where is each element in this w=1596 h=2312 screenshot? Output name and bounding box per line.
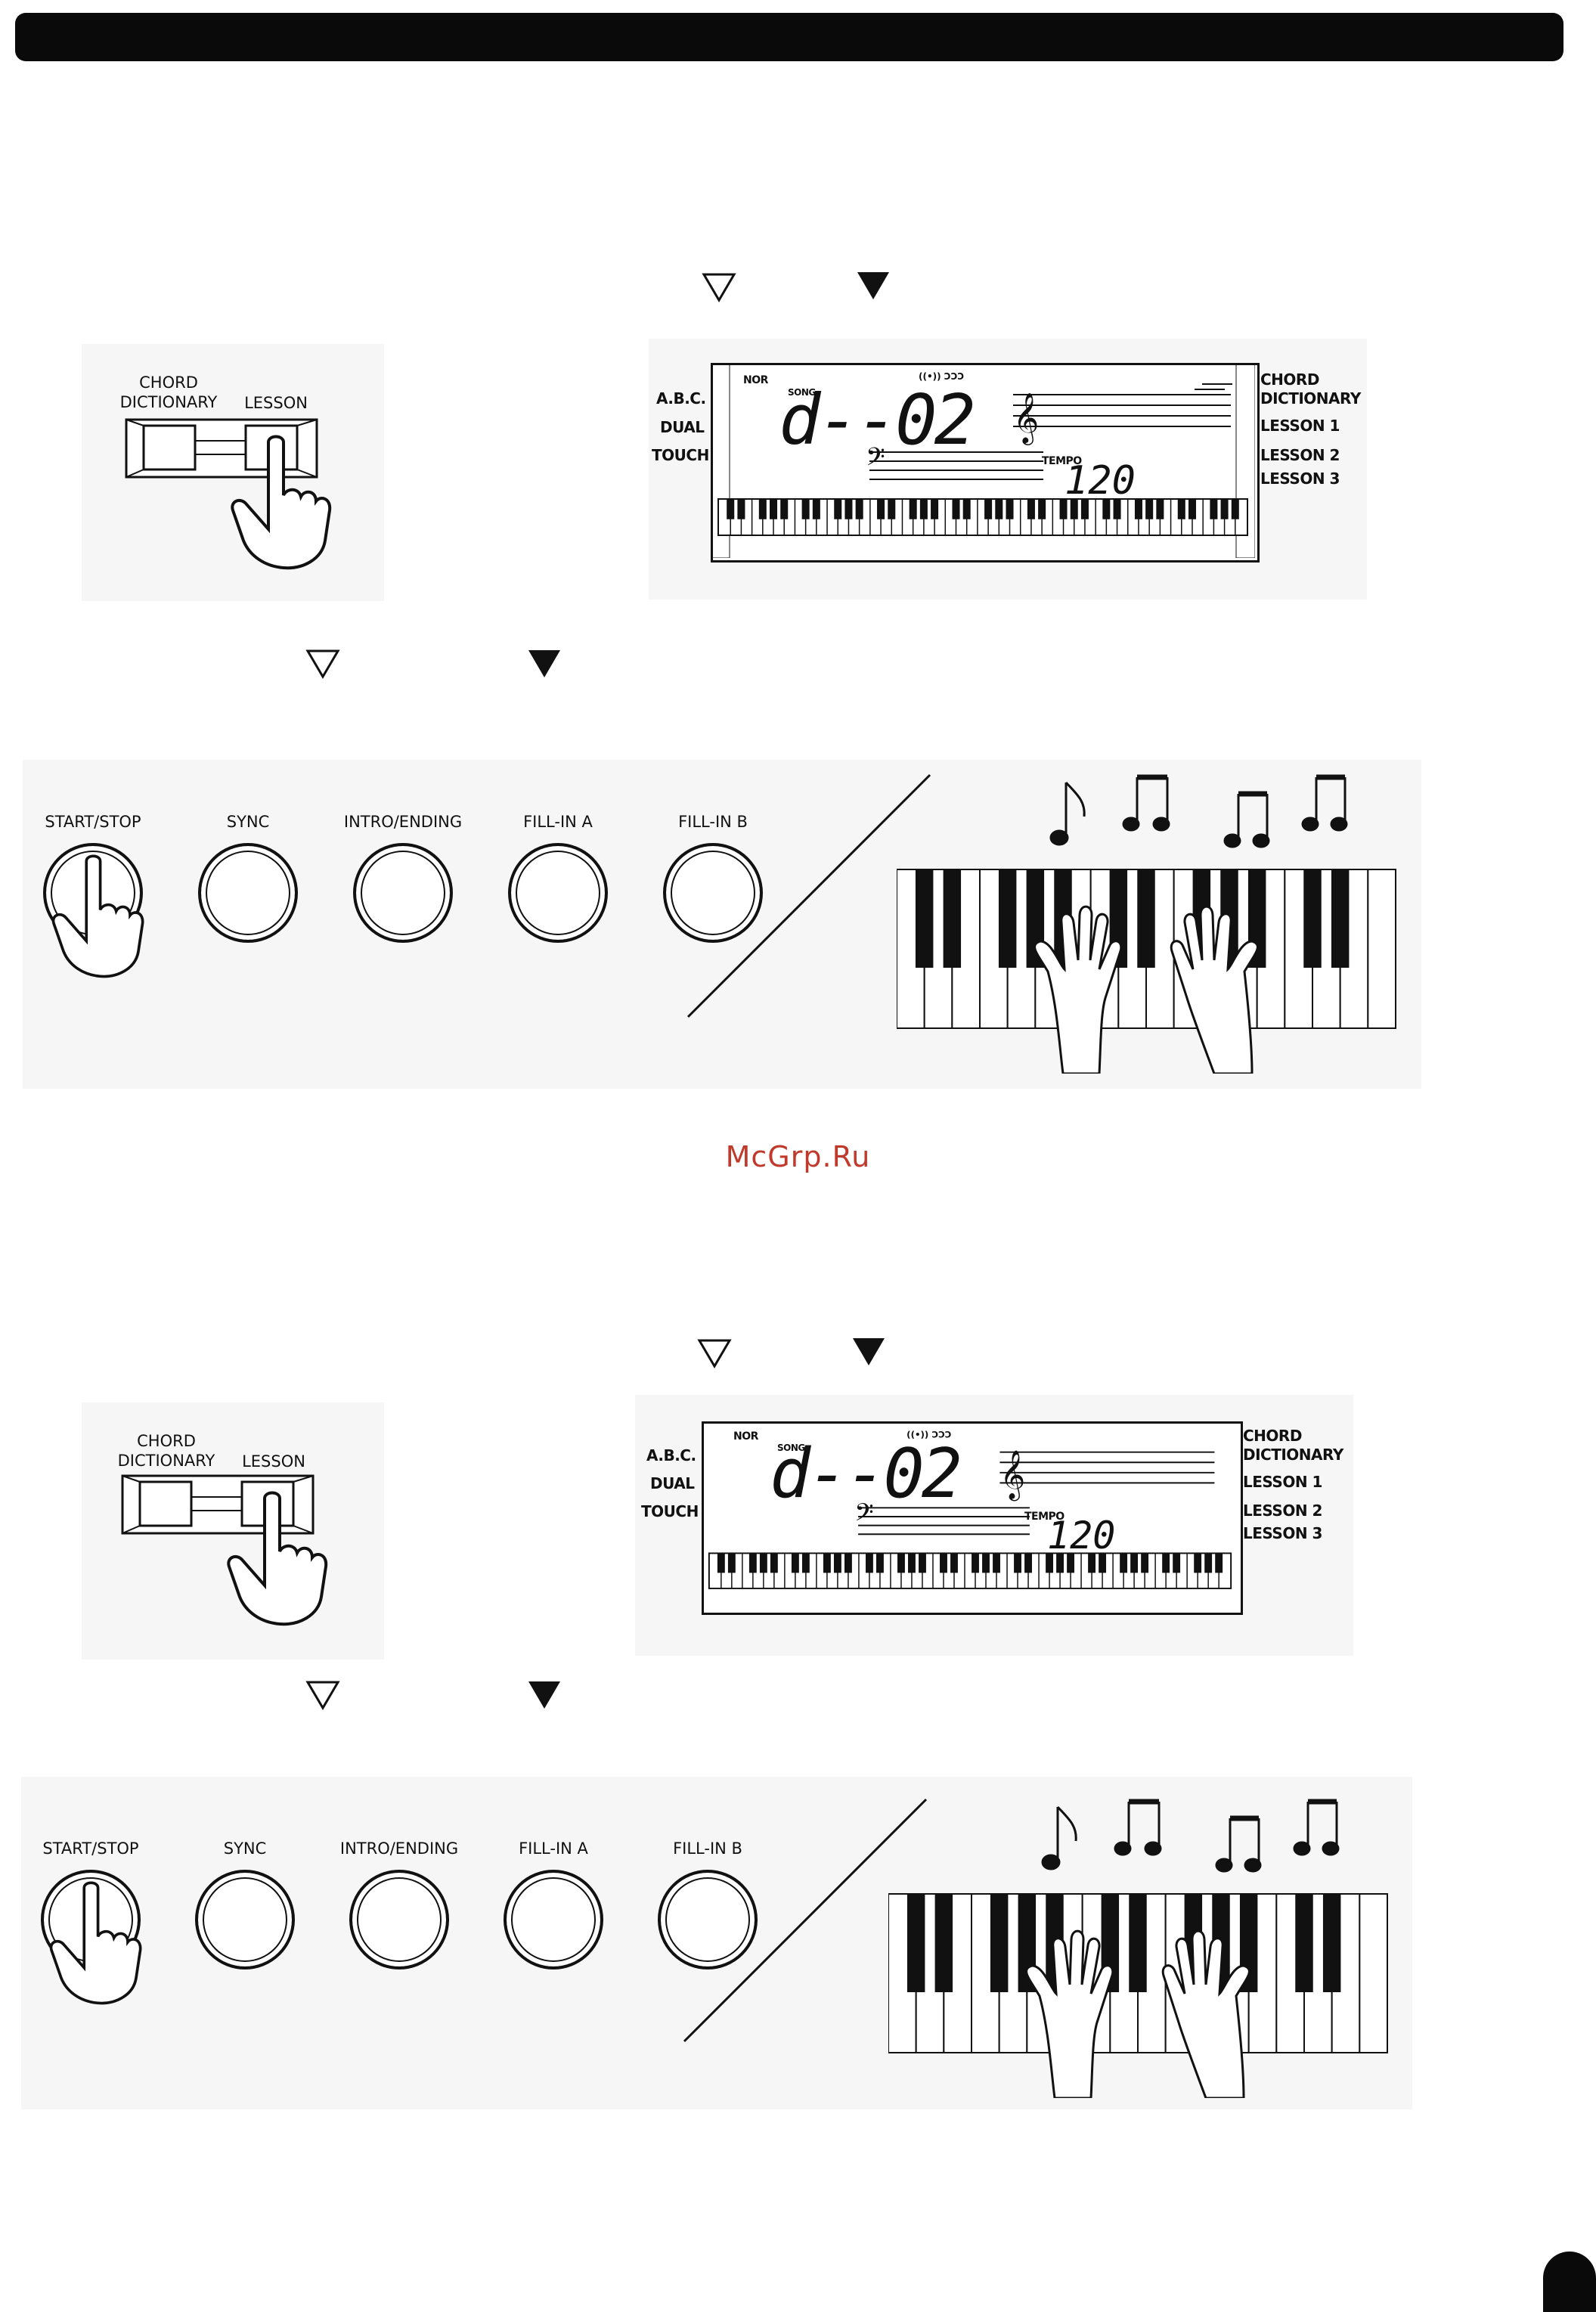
page-tab [1543, 2252, 1596, 2312]
pointing-hand-icon [51, 854, 144, 978]
lcd-label-dual: DUAL [650, 1474, 695, 1492]
style-button-label: INTRO/ENDING [343, 813, 463, 831]
lcd-nor: NOR [733, 1430, 758, 1443]
style-button-label: START/STOP [45, 813, 141, 831]
style-button-label: FILL-IN A [523, 813, 593, 831]
lcd-label-lesson1: LESSON 1 [1243, 1473, 1322, 1491]
divider-line [686, 773, 931, 1018]
lcd-tempo-label: TEMPO [1024, 1511, 1065, 1523]
solid-down-triangle-icon [853, 1338, 885, 1365]
solid-down-triangle-icon [528, 650, 560, 677]
style-button-label: INTRO/ENDING [339, 1839, 459, 1858]
chord-dictionary-label: CHORD DICTIONARY [117, 1432, 215, 1470]
lcd-song: SONG [777, 1443, 805, 1453]
open-down-triangle-icon [305, 1681, 340, 1710]
solid-down-triangle-icon [528, 1681, 560, 1709]
open-down-triangle-icon [305, 649, 340, 679]
watermark: McGrp.Ru [725, 1140, 871, 1173]
lcd-tempo-value: 120 [1047, 1514, 1116, 1557]
lcd-label-lesson3: LESSON 3 [1243, 1524, 1322, 1542]
lcd-main-display: d--02 [770, 1434, 962, 1514]
svg-text:((•)) ƆƆƆ: ((•)) ƆƆƆ [919, 371, 964, 382]
lcd-label-abc: A.B.C. [656, 389, 706, 408]
svg-text:𝄢: 𝄢 [854, 1499, 873, 1533]
lcd-label-abc: A.B.C. [646, 1446, 696, 1464]
pointing-hand-icon [227, 1491, 328, 1626]
header-bar [15, 13, 1563, 61]
lcd-label-touch: TOUCH [652, 446, 709, 464]
style-button-intro-ending[interactable] [349, 1870, 449, 1970]
keyboard-hands-drawing [888, 1799, 1388, 2098]
style-button-fill-in-a[interactable] [504, 1870, 603, 1970]
lcd-nor: NOR [743, 374, 768, 386]
lcd-label-lesson1: LESSON 1 [1260, 417, 1340, 435]
lcd-graphics: 𝄞 𝄢 ((•)) ƆƆƆ [708, 1429, 1232, 1589]
style-button-fill-in-b[interactable] [658, 1870, 758, 1970]
left-hand-icon [1025, 1929, 1114, 2098]
lcd-label-chord: CHORD [1260, 370, 1319, 389]
divider-line [683, 1798, 928, 2043]
style-button-label: FILL-IN B [678, 813, 748, 831]
style-button-label: SYNC [223, 1839, 267, 1858]
style-button-fill-in-a[interactable] [508, 843, 608, 943]
right-hand-icon [1161, 1929, 1250, 2098]
style-button-label: START/STOP [42, 1839, 139, 1858]
lesson-label: LESSON [244, 394, 308, 412]
lcd-label-touch: TOUCH [641, 1502, 699, 1520]
style-button-fill-in-b[interactable] [663, 843, 763, 943]
left-hand-icon [1034, 905, 1123, 1074]
open-down-triangle-icon [702, 273, 736, 302]
style-button-sync[interactable] [195, 1870, 295, 1970]
style-button-sync[interactable] [198, 843, 298, 943]
chord-dictionary-button [142, 424, 197, 471]
music-notes-icon [1049, 774, 1348, 848]
lcd-label-chord: CHORD [1243, 1427, 1302, 1445]
svg-text:𝄢: 𝄢 [866, 443, 885, 478]
lcd-label-lesson2: LESSON 2 [1243, 1502, 1322, 1520]
pointing-hand-icon [231, 435, 332, 570]
svg-text:𝄞: 𝄞 [1013, 392, 1039, 445]
music-notes-icon [1041, 1799, 1340, 1873]
lcd-graphics: 𝄞 𝄢 ((•)) ƆƆƆ [711, 363, 1255, 558]
lcd-label-dual: DUAL [660, 418, 705, 436]
solid-down-triangle-icon [857, 272, 889, 299]
style-button-label: SYNC [226, 813, 270, 831]
svg-text:𝄞: 𝄞 [999, 1450, 1025, 1502]
svg-text:((•)) ƆƆƆ: ((•)) ƆƆƆ [906, 1429, 951, 1440]
lcd-tempo-label: TEMPO [1042, 455, 1082, 467]
style-button-intro-ending[interactable] [353, 843, 453, 943]
lcd-main-display: d--02 [779, 380, 976, 460]
chord-dictionary-label: CHORD DICTIONARY [119, 373, 218, 411]
lcd-label-lesson3: LESSON 3 [1260, 470, 1340, 488]
right-hand-icon [1170, 905, 1259, 1074]
lcd-label-dictionary: DICTIONARY [1243, 1446, 1343, 1464]
pointing-hand-icon [49, 1881, 142, 2005]
style-button-label: FILL-IN B [673, 1839, 742, 1858]
style-button-label: FILL-IN A [519, 1839, 588, 1858]
lcd-label-lesson2: LESSON 2 [1260, 446, 1340, 464]
lcd-song: SONG [788, 387, 816, 398]
open-down-triangle-icon [697, 1339, 732, 1368]
lesson-label: LESSON [242, 1452, 305, 1471]
keyboard-hands-drawing [897, 774, 1396, 1074]
lcd-tempo-value: 120 [1065, 458, 1136, 504]
lcd-label-dictionary: DICTIONARY [1260, 389, 1361, 408]
